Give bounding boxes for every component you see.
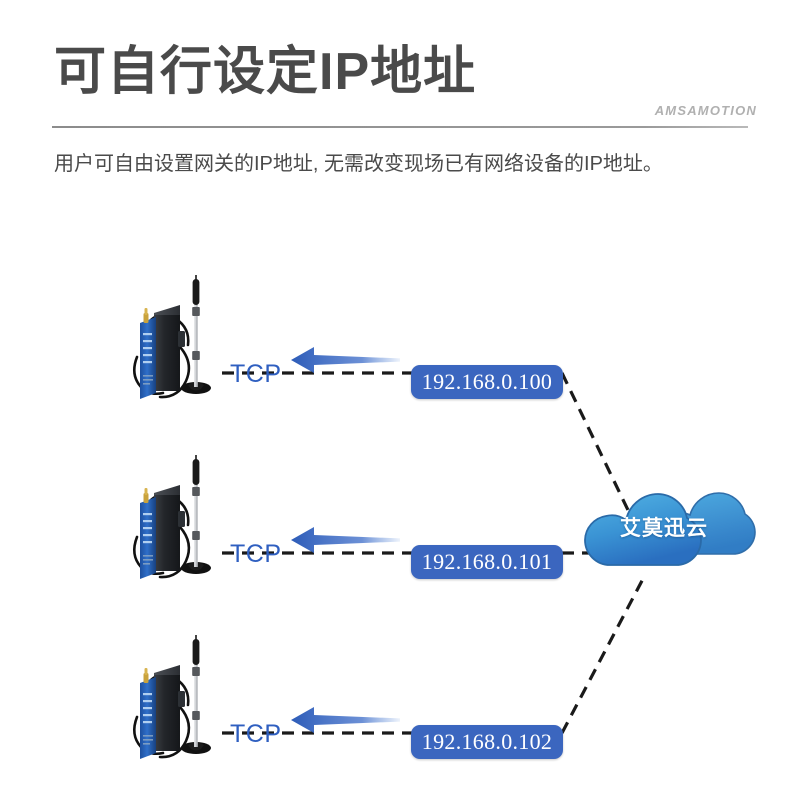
antenna-2 — [181, 455, 211, 574]
header-divider — [52, 126, 748, 128]
page-subtitle: 用户可自由设置网关的IP地址, 无需改变现场已有网络设备的IP地址。 — [54, 153, 663, 175]
gateway-device-3 — [132, 635, 211, 759]
ip-badge-1[interactable]: 192.168.0.100 — [411, 365, 563, 399]
page-title: 可自行设定IP地址 — [54, 43, 477, 101]
network-diagram: TCP 192.168.0.100 TCP 192.168.0.101 TCP … — [0, 215, 800, 800]
antenna-3 — [181, 635, 211, 754]
ip-address-1: 192.168.0.100 — [421, 369, 553, 394]
protocol-label-3: TCP — [230, 720, 282, 748]
protocol-label-2: TCP — [230, 540, 282, 568]
ip-badge-2[interactable]: 192.168.0.101 — [411, 545, 563, 579]
antenna-1 — [181, 275, 211, 394]
protocol-label-1: TCP — [230, 360, 282, 388]
gateway-device-1 — [132, 275, 211, 399]
connection-row-3: TCP 192.168.0.102 — [0, 620, 800, 770]
ip-badge-3[interactable]: 192.168.0.102 — [411, 725, 563, 759]
flow-arrow-1 — [291, 347, 400, 373]
page-header: 可自行设定IP地址 AMSAMOTION 用户可自由设置网关的IP地址, 无需改… — [0, 0, 800, 215]
ip-address-3: 192.168.0.102 — [421, 729, 553, 754]
cloud-graphic — [584, 492, 756, 566]
ip-address-2: 192.168.0.101 — [421, 549, 553, 574]
brand-wordmark: AMSAMOTION — [654, 103, 757, 118]
connection-row-2: TCP 192.168.0.101 — [0, 440, 800, 590]
gateway-device-2 — [132, 455, 211, 579]
flow-arrow-3 — [291, 707, 400, 733]
flow-arrow-2 — [291, 527, 400, 553]
connection-row-1: TCP 192.168.0.100 — [0, 260, 800, 410]
cloud-label: 艾莫迅云 — [620, 517, 708, 540]
